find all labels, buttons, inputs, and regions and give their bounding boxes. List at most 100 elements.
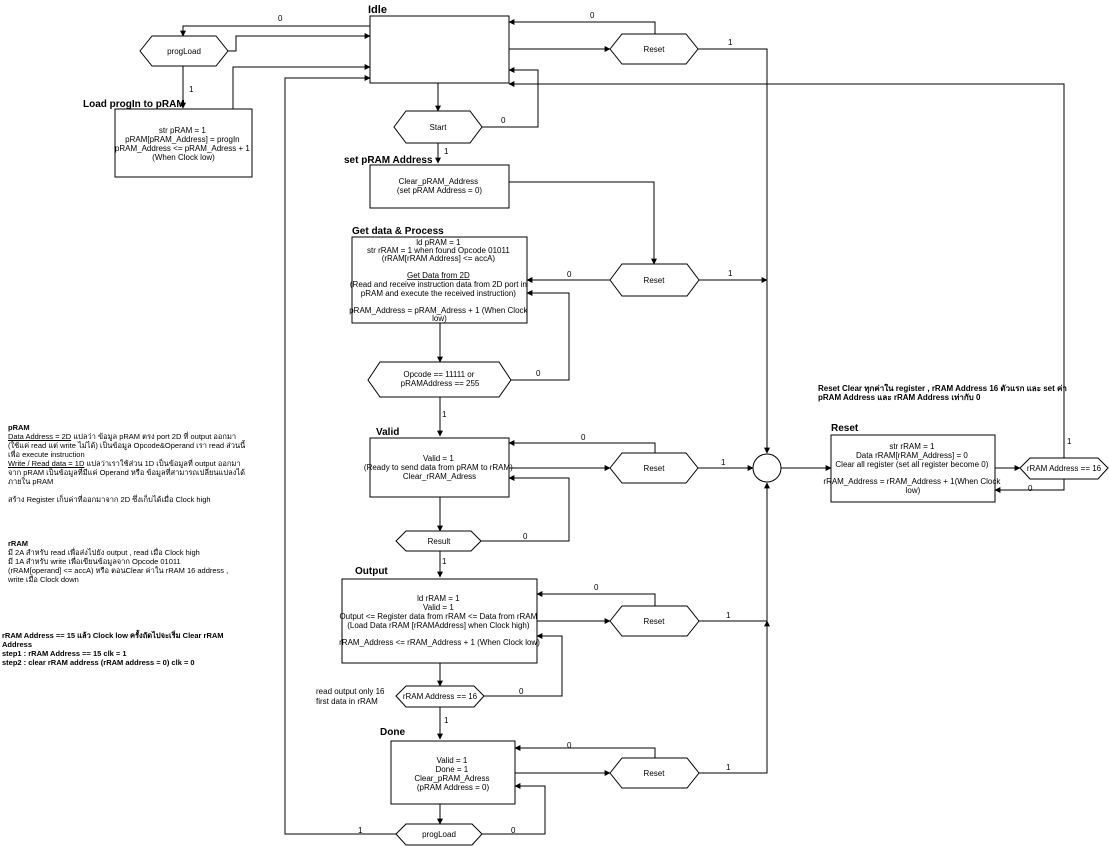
edge-reset-output-0 (536, 591, 656, 606)
step-note-line: step2 : clear rRAM address (rRAM address… (2, 658, 195, 667)
reset-done-label: Reset (644, 769, 666, 778)
valid-title: Valid (376, 427, 399, 438)
reset-output-decision (609, 605, 700, 637)
pram-note-line2: (ใช้แค่ read แต่ write ไม่ได้) เป็นข้อมู… (8, 441, 246, 450)
output-text: ld rRAM = 1 Valid = 1 Output <= Register… (339, 594, 540, 647)
step-note: rRAM Address == 15 แล้ว Clock low ครั้งถ… (2, 631, 224, 667)
label-start-0: 0 (501, 116, 506, 125)
label-progload-bottom-1: 1 (358, 826, 363, 835)
pram-note-line5: จาก pRAM เป็นข้อมูลที่มีแค่ Operand หรือ… (8, 468, 245, 477)
label-reset-done-0: 0 (567, 741, 572, 750)
load-text: str pRAM = 1 pRAM[pRAM_Address] = progIn… (115, 126, 252, 162)
rram-note: rRAM มี 2A สำหรับ read เพื่อส่งไปยัง out… (8, 539, 228, 584)
reset-text: str rRAM = 1 Data rRAM[rRAM_Address] = 0… (823, 442, 1002, 495)
label-reset-idle-0: 0 (590, 11, 595, 20)
read-output-note: read output only 16 first data in rRAM (316, 687, 387, 706)
edge-idle-progload (180, 25, 370, 37)
rram-note-line: (rRAM[operand] <= accA) หรือ ตอนClear ค่… (8, 566, 229, 575)
load-state (114, 108, 253, 178)
edge-rram16-0 (484, 633, 563, 697)
valid-text: Valid = 1 (Ready to send data from pRAM … (364, 454, 515, 481)
label-reset-valid-0: 0 (581, 433, 586, 442)
setaddr-text: Clear_pRAM_Address (set pRAM Address = 0… (397, 177, 482, 195)
label-opcode-1: 1 (442, 410, 447, 419)
label-reset-valid-1: 1 (721, 458, 726, 467)
edge-start-0 (482, 67, 539, 128)
label-rram16-reset-1: 1 (1067, 437, 1072, 446)
opcode-label: Opcode == 11111 or pRAMAddress == 255 (401, 370, 480, 388)
edge-reset-idle-1 (698, 48, 770, 454)
done-text: Valid = 1 Done = 1 Clear_pRAM_Adress (pR… (414, 756, 491, 792)
label-progload-bottom-0: 0 (511, 826, 516, 835)
label-reset-output-0: 0 (594, 583, 599, 592)
result-decision (395, 530, 482, 552)
label-rram16-reset-0: 0 (1028, 484, 1033, 493)
edge-reset-valid-0 (508, 440, 656, 453)
label-start-1: 1 (444, 147, 449, 156)
label-progload-load: 1 (189, 85, 194, 94)
edge-rram16-reset-1 (508, 81, 1065, 458)
edge-progload-bottom-1 (284, 75, 396, 835)
reset-done-decision (609, 757, 700, 789)
reset-title: Reset (831, 423, 859, 434)
pram-note-line4-u: Write / Read data = 1D (8, 459, 85, 468)
edge-progload-bottom-0 (482, 783, 546, 835)
reset-output-label: Reset (644, 617, 666, 626)
edge-setaddr-resetget (509, 181, 657, 265)
rram16-out-decision (395, 685, 485, 708)
label-reset-done-1: 1 (726, 763, 731, 772)
progload-bottom-label: progLoad (422, 830, 456, 839)
done-title: Done (380, 727, 405, 738)
progload-bottom-decision (395, 823, 483, 846)
edge-result-0 (481, 475, 570, 542)
edge-load-idle (232, 64, 371, 110)
pram-note-heading: pRAM (8, 423, 30, 432)
reset-clear-note: Reset Clear ทุกค่าใน register , rRAM Add… (818, 383, 1069, 402)
pram-note-line1: แปลว่า ข้อมูล pRAM ตรง port 2D ที่ outpu… (71, 432, 237, 441)
reset-valid-decision (609, 452, 699, 484)
label-reset-get-0: 0 (567, 270, 572, 279)
edge-labels: 0 1 0 1 0 1 0 1 0 1 0 1 0 1 0 1 0 1 0 1 … (189, 11, 1072, 835)
rram16-reset-decision (1019, 457, 1109, 480)
edge-reset-done-1 (699, 620, 770, 774)
setaddr-title: set pRAM Address (344, 155, 433, 166)
edge-reset-done-0 (514, 745, 656, 758)
result-label: Result (428, 537, 451, 546)
edges (180, 19, 1065, 835)
setaddr-state (369, 164, 510, 209)
reset-valid-label: Reset (644, 464, 666, 473)
edge-reset-output-1 (699, 482, 770, 622)
reset-get-decision (609, 263, 700, 297)
rram16-out-label: rRAM Address == 16 (403, 692, 478, 701)
progload-top-label: progLoad (167, 47, 201, 56)
pram-note-line1-u: Data Address = 2D (8, 432, 72, 441)
label-idle-progload: 0 (278, 14, 283, 23)
start-decision (393, 110, 483, 144)
done-state (390, 740, 516, 805)
reset-idle-decision (609, 33, 699, 65)
pram-note-line6: ภายใน pRAM (8, 477, 54, 486)
output-title: Output (355, 566, 388, 577)
reset-get-label: Reset (644, 276, 666, 285)
reset-idle-label: Reset (644, 45, 666, 54)
getdata-text: ld pRAM = 1 str rRAM = 1 when found Opco… (349, 238, 530, 323)
edge-reset-idle-0 (508, 19, 656, 34)
pram-note-line7: สร้าง Register เก็บค่าที่ออกมาจาก 2D ซึ่… (8, 495, 211, 504)
rram-note-line: มี 2A สำหรับ read เพื่อส่งไปยัง output ,… (8, 548, 200, 557)
pram-note: pRAM Data Address = 2D แปลว่า ข้อมูล pRA… (8, 423, 245, 504)
label-reset-idle-1: 1 (728, 38, 733, 47)
rram16-reset-label: rRAM Address == 16 (1027, 464, 1102, 473)
step-note-line: step1 : rRAM Address == 15 clk = 1 (2, 649, 127, 658)
pram-note-line3: เพื่อ execute instruction (8, 450, 85, 459)
idle-title: Idle (368, 4, 387, 16)
opcode-decision (367, 361, 512, 398)
label-rram16-out-1: 1 (444, 716, 449, 725)
getdata-title: Get data & Process (352, 226, 444, 237)
label-reset-output-1: 1 (726, 611, 731, 620)
output-state (341, 578, 538, 664)
valid-state (369, 437, 510, 498)
label-reset-get-1: 1 (728, 269, 733, 278)
rram-note-line: มี 1A สำหรับ write เพื่อเขียนข้อมูลจาก O… (8, 557, 181, 566)
step-note-line: rRAM Address == 15 แล้ว Clock low ครั้งถ… (2, 631, 224, 640)
